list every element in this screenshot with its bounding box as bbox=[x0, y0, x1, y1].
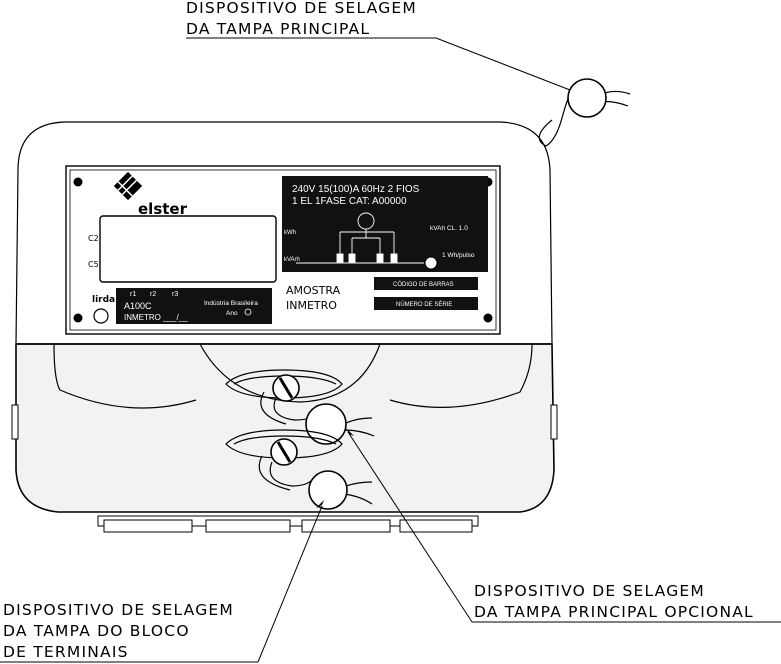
register-r2: r2 bbox=[150, 291, 156, 298]
spec-line-1: 240V 15(100)A 60Hz 2 FIOS bbox=[292, 184, 420, 195]
lcd-display bbox=[99, 215, 277, 283]
callout-main-cover-line2: DA TAMPA PRINCIPAL bbox=[186, 20, 370, 38]
indicator-c5: C5 bbox=[88, 260, 99, 269]
leader-lines bbox=[0, 37, 781, 663]
model-name: A100C bbox=[124, 301, 152, 311]
spec-line-2: 1 EL 1FASE CAT: A00000 bbox=[292, 196, 407, 207]
brand-name: elster bbox=[138, 200, 188, 218]
pulse-led-icon bbox=[424, 256, 438, 270]
indicator-c2: C2 bbox=[88, 234, 99, 243]
terminal-seal-screw-top bbox=[225, 369, 375, 445]
amostra-label: AMOSTRA bbox=[286, 284, 341, 297]
terminal-cover-seal-icon bbox=[308, 470, 348, 510]
kwh-label: kWh bbox=[284, 230, 296, 236]
serial-label: NÚMERO DE SÉRIE bbox=[396, 301, 452, 308]
screw-icon bbox=[73, 313, 83, 323]
spec-plate bbox=[282, 176, 488, 272]
pulse-label: 1 Wh/pulso bbox=[442, 252, 475, 259]
wiring-diagram-icon bbox=[296, 212, 424, 264]
meter-body bbox=[11, 121, 558, 533]
screw-icon bbox=[73, 177, 83, 187]
ano-marker-icon bbox=[244, 308, 252, 316]
class-label: kVAh CL. 1.0 bbox=[430, 225, 468, 232]
register-r3: r3 bbox=[172, 291, 178, 298]
callout-terminal-line1: DISPOSITIVO DE SELAGEM bbox=[3, 601, 234, 619]
callout-optional-line1: DISPOSITIVO DE SELAGEM bbox=[474, 582, 705, 600]
inmetro-number: INMETRO ___/__ bbox=[124, 313, 188, 322]
barcode-label: CÓDIGO DE BARRAS bbox=[393, 281, 454, 288]
ano-label: Ano bbox=[226, 310, 238, 317]
serial-box bbox=[374, 297, 478, 310]
amostra-inmetro-label: INMETRO bbox=[286, 299, 337, 312]
arrow-head-icon bbox=[316, 500, 324, 508]
register-r1: r1 bbox=[130, 291, 136, 298]
screw-icon bbox=[483, 313, 493, 323]
callout-terminal-line3: DE TERMINAIS bbox=[3, 643, 129, 661]
main-cover-seal-icon bbox=[538, 78, 631, 147]
optional-cover-seal-icon bbox=[305, 403, 347, 445]
callout-main-cover-line1: DISPOSITIVO DE SELAGEM bbox=[186, 0, 417, 17]
callout-terminal-line2: DA TAMPA DO BLOCO bbox=[3, 622, 190, 640]
nameplate: elster C2 C5 lirda r1 r2 r3 A100C INMETR… bbox=[65, 165, 501, 335]
terminal-seal-screw-bottom bbox=[225, 429, 373, 510]
lirda-mark: lirda bbox=[92, 295, 115, 305]
industria-label: Indústria Brasileira bbox=[204, 300, 258, 307]
barcode-box bbox=[374, 277, 478, 290]
arrow-head-icon bbox=[346, 428, 354, 436]
model-plate bbox=[116, 288, 272, 324]
callout-optional-line2: DA TAMPA PRINCIPAL OPCIONAL bbox=[474, 603, 754, 621]
reset-button[interactable] bbox=[93, 308, 109, 324]
kvarh-label: kVArh bbox=[284, 257, 300, 263]
